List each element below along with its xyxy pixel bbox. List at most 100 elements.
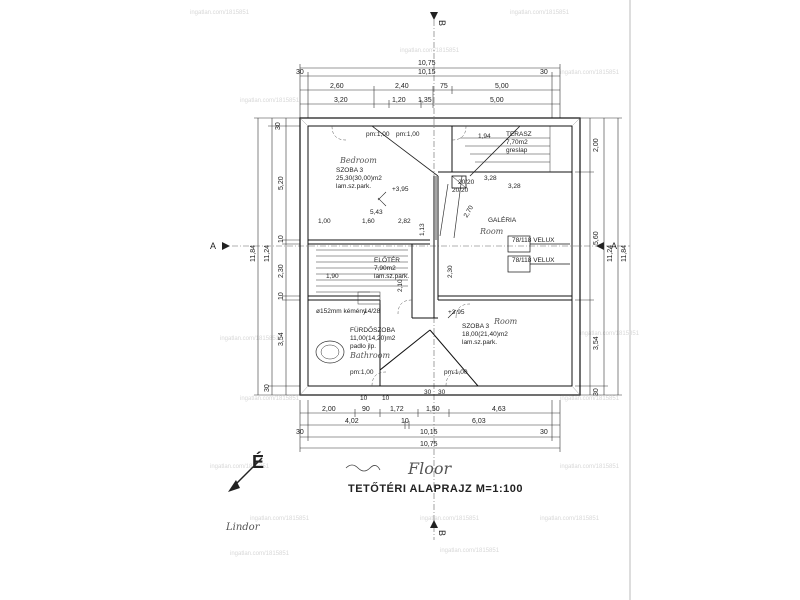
watermark: ingatlan.com/1815851: [560, 70, 620, 76]
dim-top-row1-c: 75: [440, 83, 448, 90]
heater-label: ø152mm kémény: [316, 308, 367, 315]
room4-name: SZOBA 3: [462, 323, 489, 330]
dim-left-230: 2,30: [278, 264, 285, 278]
dim-bottom-row1-c: 1,72: [390, 406, 404, 413]
dim-left-bottom-offset: 30: [264, 384, 271, 392]
velux-2: 78/118 VELUX: [512, 257, 555, 264]
pm-bottom-2: pm:1,00: [444, 369, 468, 376]
dim-bottom-inner: 10,15: [420, 429, 438, 436]
dim-top-row2-a: 3,20: [334, 97, 348, 104]
scribble-mark: [345, 464, 381, 472]
chimney-label-2: 20/20: [452, 187, 469, 194]
wall-dim-30-a: 30: [424, 389, 432, 396]
room1-height: +3,95: [392, 186, 409, 193]
section-mark-top: B: [437, 20, 447, 26]
pm-top-1: pm:1,00: [366, 131, 390, 138]
watermark: ingatlan.com/1815851: [540, 516, 600, 522]
inner-dim-328: 3,28: [508, 183, 521, 190]
room1-area: 25,30(30,00)m2: [336, 175, 382, 182]
dim-top-offset-left: 30: [296, 69, 304, 76]
watermark: ingatlan.com/1815851: [400, 48, 460, 54]
dim-top-offset-right: 30: [540, 69, 548, 76]
watermark: ingatlan.com/1815851: [240, 98, 300, 104]
dim-top-row2-d: 5,00: [490, 97, 504, 104]
dim-right-total-outer: 11,84: [621, 245, 628, 262]
building-walls: [299, 117, 581, 396]
section-arrow-bottom-icon: [430, 520, 438, 528]
dim-top-row2-c: 1,35: [418, 97, 432, 104]
inner-dim-230: 2,30: [447, 265, 454, 278]
hall-floor: lam.sz.park.: [374, 273, 409, 280]
section-arrow-top-icon: [430, 12, 438, 20]
wall-dim-10-b: 10: [382, 395, 390, 402]
bathroom-name: FÜRDŐSZOBA: [350, 325, 396, 334]
section-mark-left: A: [210, 241, 216, 251]
handwritten-floor: Floor: [407, 459, 452, 478]
dim-left-top-offset: 30: [275, 122, 282, 130]
dim-bottom-overall: 10,75: [420, 441, 438, 448]
plan-title: TETŐTÉRI ALAPRAJZ M=1:100: [348, 482, 523, 495]
inner-dim-113: 1,13: [419, 223, 426, 236]
inner-dim-543: 5,43: [370, 209, 383, 216]
dim-top-row1-d: 5,00: [495, 83, 509, 90]
dim-top-overall: 10,75: [418, 60, 436, 67]
inner-dim-282: 2,82: [398, 218, 411, 225]
dim-bottom-row1-d: 1,50: [426, 406, 440, 413]
room4-area: 18,00(21,40)m2: [462, 331, 508, 338]
dim-left-354: 3,54: [278, 332, 285, 346]
dim-left-10b: 10: [278, 292, 285, 300]
dim-left-520: 5,20: [278, 176, 285, 190]
watermark: ingatlan.com/1815851: [220, 336, 280, 342]
dim-bottom-row1-a: 2,00: [322, 406, 336, 413]
dim-bottom-offset-left: 30: [296, 429, 304, 436]
dim-right-total-inner: 11,24: [607, 245, 614, 262]
inner-dim-270: 2,70: [463, 204, 476, 219]
wall-dim-10-a: 10: [360, 395, 368, 402]
watermark: ingatlan.com/1815851: [210, 464, 270, 470]
extra-dim-328: 3,28: [484, 175, 497, 182]
bathtub-inner: [320, 344, 340, 360]
inner-dim-160: 1,60: [362, 218, 375, 225]
dim-bottom-row2-a: 4,02: [345, 418, 359, 425]
watermark: ingatlan.com/1815851: [580, 331, 640, 337]
chimney-label: 20/20: [458, 179, 475, 186]
right-dimensions: [575, 117, 622, 396]
bathroom-note: Bathroom: [349, 351, 390, 360]
watermark: ingatlan.com/1815851: [190, 10, 250, 16]
room1-note: Bedroom: [339, 156, 377, 165]
room4-floor: lam.sz.park.: [462, 339, 497, 346]
terrace-area: 7,70m2: [506, 139, 528, 146]
dim-left-total-inner: 11,24: [264, 245, 271, 262]
top-dimensions: [299, 64, 561, 118]
inner-dim-190: 1,90: [326, 273, 339, 280]
dim-bottom-row1-b: 90: [362, 406, 370, 413]
section-mark-bottom: B: [437, 530, 447, 536]
watermark: ingatlan.com/1815851: [250, 516, 310, 522]
dim-right-560: 5,60: [593, 231, 600, 245]
dim-bottom-offset-right: 30: [540, 429, 548, 436]
bathroom-floor: padlo jlp.: [350, 343, 376, 350]
extra-dim-194: 1,94: [478, 133, 491, 140]
signature: Lindor: [225, 522, 261, 533]
dim-left-total-outer: 11,84: [250, 245, 257, 262]
dim-top-inner: 10,15: [418, 69, 436, 76]
dim-right-354: 3,54: [593, 336, 600, 350]
gallery-railing: [439, 175, 463, 239]
dim-bottom-row1-e: 4,63: [492, 406, 506, 413]
terrace-name: TERASZ: [506, 131, 532, 138]
terrace-floor: greslap: [506, 147, 528, 154]
dim-top-row1-a: 2,60: [330, 83, 344, 90]
dim-left-10a: 10: [278, 235, 285, 243]
inner-dim-100: 1,00: [318, 218, 331, 225]
bottom-dimensions: [299, 400, 561, 452]
stair-dim: 14/28: [364, 308, 381, 315]
section-arrow-left-icon: [222, 242, 230, 250]
left-dimensions: [254, 117, 300, 396]
bathtub: [315, 340, 345, 364]
room4-note: Room: [493, 317, 518, 326]
watermark: ingatlan.com/1815851: [240, 396, 300, 402]
dim-top-row1-b: 2,40: [395, 83, 409, 90]
staircase: [316, 249, 408, 305]
dim-right-30: 30: [593, 388, 600, 396]
